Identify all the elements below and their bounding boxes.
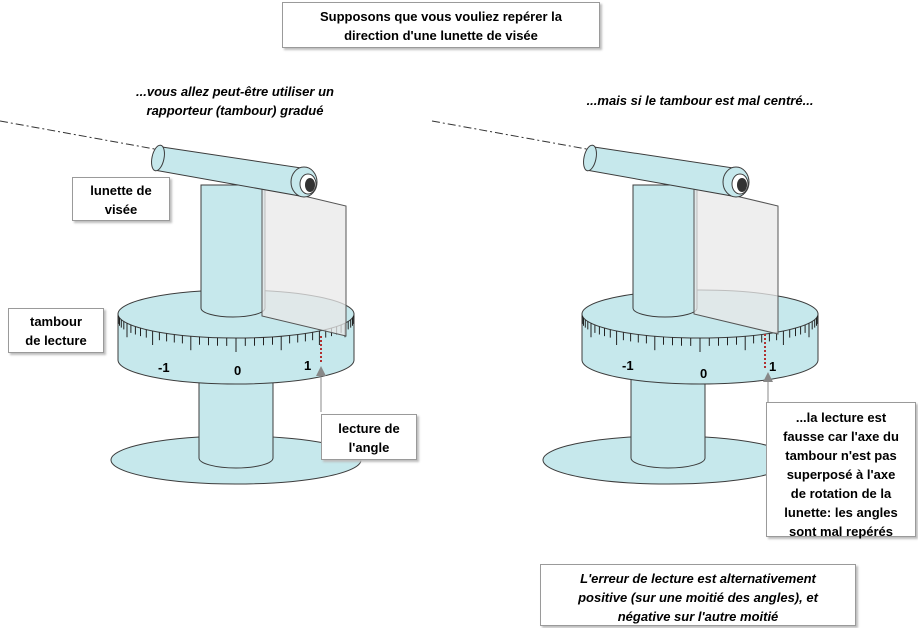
right-tick-label-0: 0: [700, 366, 707, 381]
left-tick-label-minus1: -1: [158, 360, 170, 375]
right-sight-line: [431, 120, 593, 151]
left-caption: ...vous allez peut-être utiliser un rapp…: [90, 82, 380, 120]
label-error: ...la lecture est fausse car l'axe du ta…: [766, 402, 916, 539]
label-error-line-7: sont mal repérés: [788, 524, 894, 539]
label-lunette: lunette de visée: [72, 177, 170, 221]
right-caption: ...mais si le tambour est mal centré...: [540, 91, 860, 110]
right-telescope: [583, 144, 750, 198]
title-box: Supposons que vous vouliez repérer la di…: [282, 2, 600, 48]
label-error-line-3: tambour n'est pas: [785, 448, 897, 463]
conclusion-box: L'erreur de lecture est alternativement …: [540, 564, 856, 626]
label-tambour-line-2: de lecture: [25, 333, 87, 348]
label-error-line-4: superposé à l'axe: [786, 467, 896, 482]
left-telescope: [151, 144, 318, 198]
label-tambour-line-1: tambour: [30, 314, 82, 329]
left-tick-label-0: 0: [234, 363, 241, 378]
label-error-line-2: fausse car l'axe du: [783, 429, 899, 444]
right-tick-label-1: 1: [769, 359, 776, 374]
right-instrument: -1 0 1: [431, 120, 819, 485]
label-lecture: lecture de l'angle: [321, 414, 417, 460]
label-lunette-line-2: visée: [104, 202, 138, 217]
left-upper-pillar: [200, 184, 266, 318]
left-instrument: -1 0 1: [0, 120, 362, 485]
left-tick-label-1: 1: [304, 358, 311, 373]
left-sight-line: [0, 120, 161, 151]
label-lecture-line-2: l'angle: [348, 440, 390, 455]
left-caption-line-2: rapporteur (tambour) gradué: [146, 103, 324, 118]
right-base: [542, 369, 794, 485]
right-arrowhead: [763, 372, 773, 382]
label-tambour: tambour de lecture: [8, 308, 104, 353]
label-error-line-5: de rotation de la: [790, 486, 892, 501]
right-drum-ticks: [581, 315, 819, 352]
right-plate: [693, 185, 779, 335]
title-line-1: Supposons que vous vouliez repérer la: [319, 9, 562, 24]
right-upper-pillar: [632, 184, 698, 318]
label-lunette-line-1: lunette de: [90, 183, 152, 198]
left-arrowhead: [316, 366, 326, 376]
label-lecture-line-1: lecture de: [338, 421, 400, 436]
label-error-line-6: lunette: les angles: [784, 505, 898, 520]
conclusion-line-1: L'erreur de lecture est alternativement: [580, 571, 816, 586]
right-tick-label-minus1: -1: [622, 358, 634, 373]
label-error-line-1: ...la lecture est: [795, 410, 887, 425]
title-line-2: direction d'une lunette de visée: [344, 28, 538, 43]
left-caption-line-1: ...vous allez peut-être utiliser un: [136, 84, 334, 99]
left-plate: [261, 185, 347, 337]
conclusion-line-3: négative sur l'autre moitié: [617, 609, 779, 624]
conclusion-line-2: positive (sur une moitié des angles), et: [578, 590, 818, 605]
right-caption-line: ...mais si le tambour est mal centré...: [586, 93, 814, 108]
